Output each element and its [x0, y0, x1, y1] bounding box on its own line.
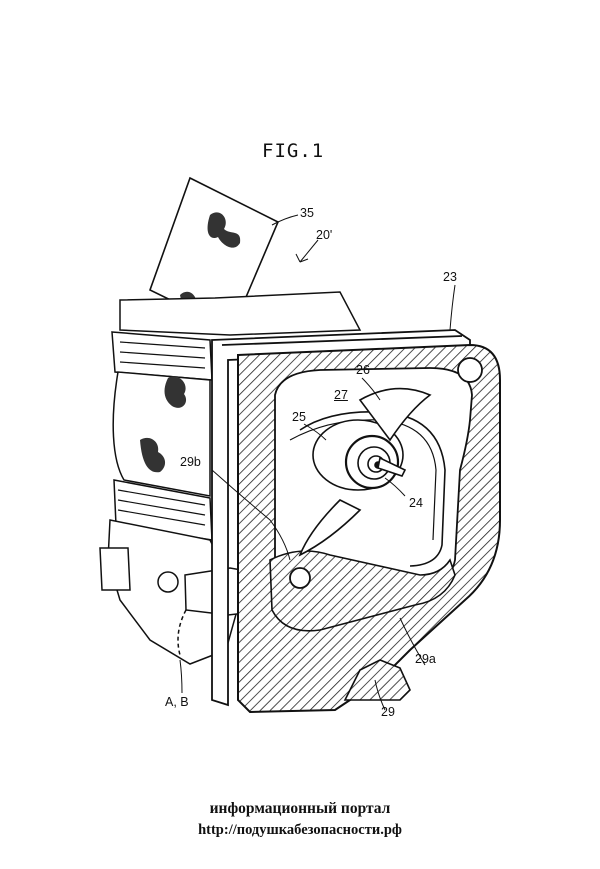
label-26: 26: [356, 363, 370, 377]
rotor-hub: [298, 387, 432, 557]
label-29b: 29b: [180, 455, 201, 469]
housing-base: [343, 659, 411, 701]
drum-marks: [140, 376, 187, 473]
label-a-b: A, B: [165, 695, 189, 709]
label-25: 25: [292, 410, 306, 424]
leader-lines: [179, 214, 456, 711]
watermark-url[interactable]: http://подушкабезопасности.рф: [198, 822, 402, 838]
roller-ribs: [117, 341, 206, 526]
figure-title: FIG.1: [262, 140, 325, 162]
label-29: 29: [381, 705, 395, 719]
label-27: 27: [334, 388, 348, 402]
watermark-line-1: информационный портал: [209, 800, 391, 817]
label-35: 35: [300, 206, 314, 220]
label-29a: 29a: [415, 652, 436, 666]
label-24: 24: [409, 496, 423, 510]
label-23: 23: [443, 270, 457, 284]
label-20-prime: 20': [316, 228, 333, 242]
left-housing: [99, 291, 362, 665]
